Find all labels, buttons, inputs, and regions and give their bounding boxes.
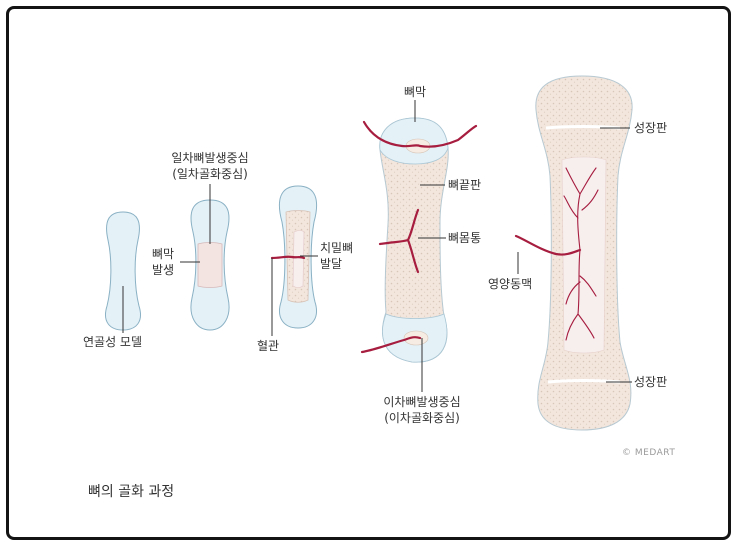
stage-primary-center: [190, 199, 230, 331]
label-cartilage-model: 연골성 모델: [83, 335, 142, 349]
label-diaphysis: 뼈몸통: [448, 231, 481, 245]
stage4-top-vessel: [362, 120, 478, 148]
labels: 연골성 모델 일차뼈발생중심 (일차골화중심) 뼈막 발생 혈관 치밀뼈 발달 …: [83, 85, 667, 425]
label-growth-plate-top: 성장판: [634, 121, 667, 135]
label-primary-center-2: (일차골화중심): [172, 167, 248, 181]
stage-mature-bone: [514, 75, 633, 431]
stage2-bone-collar: [197, 242, 223, 288]
label-compact-2: 발달: [320, 257, 342, 271]
stage-compact-bone: [270, 185, 318, 329]
leader-lines: [122, 100, 632, 392]
stage4-bottom-vessel: [360, 336, 422, 354]
stage3-cavity: [292, 230, 305, 288]
stage5-vessel-branches: [563, 167, 599, 341]
stage3-blood-vessel: [270, 255, 306, 260]
label-periosteum: 뼈막: [404, 85, 426, 99]
label-periosteal-1: 뼈막: [152, 247, 174, 261]
diagram-caption: 뼈의 골화 과정: [88, 484, 174, 500]
label-secondary-center-2: (이차골화중심): [384, 411, 460, 425]
stage4-mid-vessel: [378, 208, 420, 274]
label-blood-vessel: 혈관: [257, 339, 279, 353]
stage5-nutrient-artery: [514, 234, 582, 256]
label-primary-center-1: 일차뼈발생중심: [171, 151, 248, 165]
stage-secondary-center: [360, 117, 478, 363]
label-nutrient-artery: 영양동맥: [488, 277, 532, 291]
label-compact-1: 치밀뼈: [320, 241, 353, 255]
credit-text: © MEDART: [622, 448, 675, 458]
label-epiphysis: 뼈끝판: [448, 178, 481, 192]
label-growth-plate-bottom: 성장판: [634, 375, 667, 389]
label-periosteal-2: 발생: [152, 263, 174, 277]
stage5-marrow-cavity: [561, 156, 607, 354]
label-secondary-center-1: 이차뼈발생중심: [383, 395, 460, 409]
